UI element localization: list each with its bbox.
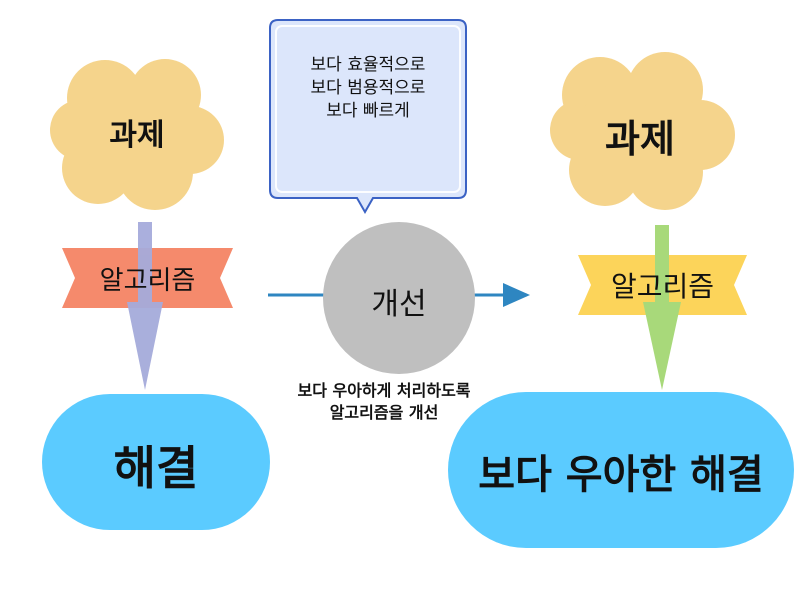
improve-caption-line-1: 보다 우아하게 처리하도록 — [297, 381, 471, 400]
callout-line-1: 보다 효율적으로 — [310, 55, 426, 75]
right-task-label: 과제 — [605, 117, 675, 161]
callout-line-2: 보다 범용적으로 — [310, 78, 426, 98]
left-solution-label: 해결 — [113, 441, 199, 495]
right-task-cloud — [550, 52, 735, 210]
improve-label: 개선 — [371, 287, 427, 322]
right-solution-shape — [448, 392, 794, 548]
callout-line-3: 보다 빠르게 — [326, 101, 410, 121]
improve-caption-line-2: 알고리즘을 개선 — [329, 403, 439, 422]
improve-circle — [323, 222, 475, 374]
left-algorithm-label: 알고리즘 — [99, 266, 196, 296]
left-task-cloud — [50, 59, 224, 210]
improve-caption: 보다 우아하게 처리하도록 알고리즘을 개선 — [249, 380, 519, 424]
left-down-arrow — [127, 222, 163, 390]
right-down-arrow — [643, 225, 681, 390]
callout-bubble — [269, 19, 467, 215]
right-solution-label: 보다 우아한 해결 — [478, 452, 764, 498]
right-algorithm-label: 알고리즘 — [610, 270, 715, 303]
left-solution-shape — [42, 394, 270, 530]
left-task-label: 과제 — [109, 118, 165, 153]
callout-text: 보다 효율적으로 보다 범용적으로 보다 빠르게 — [276, 54, 460, 123]
